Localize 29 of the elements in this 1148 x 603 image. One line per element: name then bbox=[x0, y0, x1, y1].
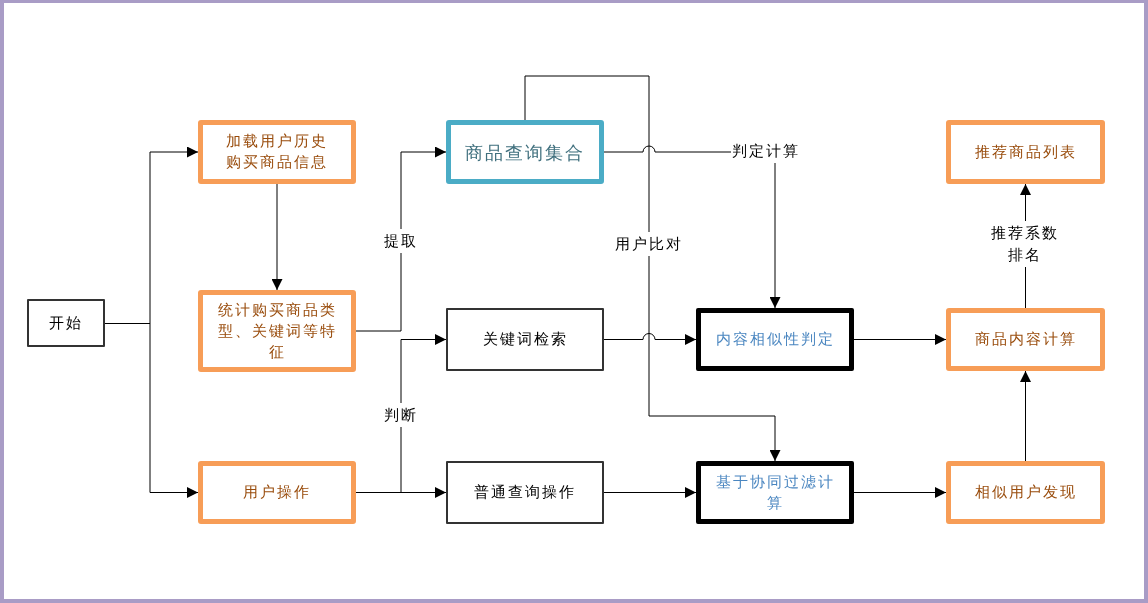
process-box: 普通查询操作 bbox=[446, 461, 604, 524]
process-box: 统计购买商品类型、关键词等特征 bbox=[198, 290, 356, 372]
arrow bbox=[524, 75, 781, 462]
arrow bbox=[271, 183, 283, 291]
arrow bbox=[149, 322, 199, 498]
connector-line bbox=[355, 492, 402, 493]
arrow bbox=[603, 333, 697, 345]
edge-label: 提取 bbox=[383, 229, 419, 253]
process-box: 推荐商品列表 bbox=[946, 120, 1105, 184]
start-box: 开始 bbox=[27, 299, 105, 347]
edge-label: 用户比对 bbox=[614, 232, 684, 256]
process-box: 商品内容计算 bbox=[946, 308, 1105, 371]
process-box: 内容相似性判定 bbox=[696, 308, 854, 371]
arrow bbox=[603, 487, 697, 498]
arrow bbox=[853, 487, 947, 498]
edge-label: 判断 bbox=[383, 403, 419, 427]
process-box: 相似用户发现 bbox=[946, 461, 1105, 524]
process-box: 商品查询集合 bbox=[446, 120, 604, 184]
arrow bbox=[853, 334, 947, 345]
arrow bbox=[149, 146, 199, 324]
arrow bbox=[1020, 370, 1031, 462]
connector-line bbox=[104, 322, 151, 324]
arrow bbox=[400, 487, 447, 498]
process-box: 用户操作 bbox=[198, 461, 356, 524]
arrow bbox=[400, 334, 447, 493]
process-box: 基于协同过滤计算 bbox=[696, 461, 854, 524]
process-box: 关键词检索 bbox=[446, 308, 604, 371]
arrow bbox=[355, 146, 447, 332]
process-box: 加载用户历史购买商品信息 bbox=[198, 120, 356, 184]
